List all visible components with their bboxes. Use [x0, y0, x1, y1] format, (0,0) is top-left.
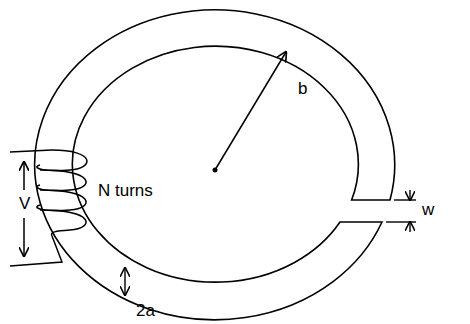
core-outline — [35, 10, 395, 320]
gap-dimension — [386, 190, 416, 232]
gap-label: w — [420, 201, 436, 220]
voltage-arrow — [23, 218, 25, 256]
voltage-arrow — [23, 162, 25, 190]
thickness-arrow — [124, 268, 125, 295]
coil-winding — [10, 150, 87, 266]
radius-label: b — [296, 80, 309, 99]
turns-label: N turns — [96, 182, 155, 201]
voltage-label: V — [17, 195, 32, 214]
thickness-label: 2a — [134, 302, 157, 321]
radius-arrow — [215, 52, 286, 170]
